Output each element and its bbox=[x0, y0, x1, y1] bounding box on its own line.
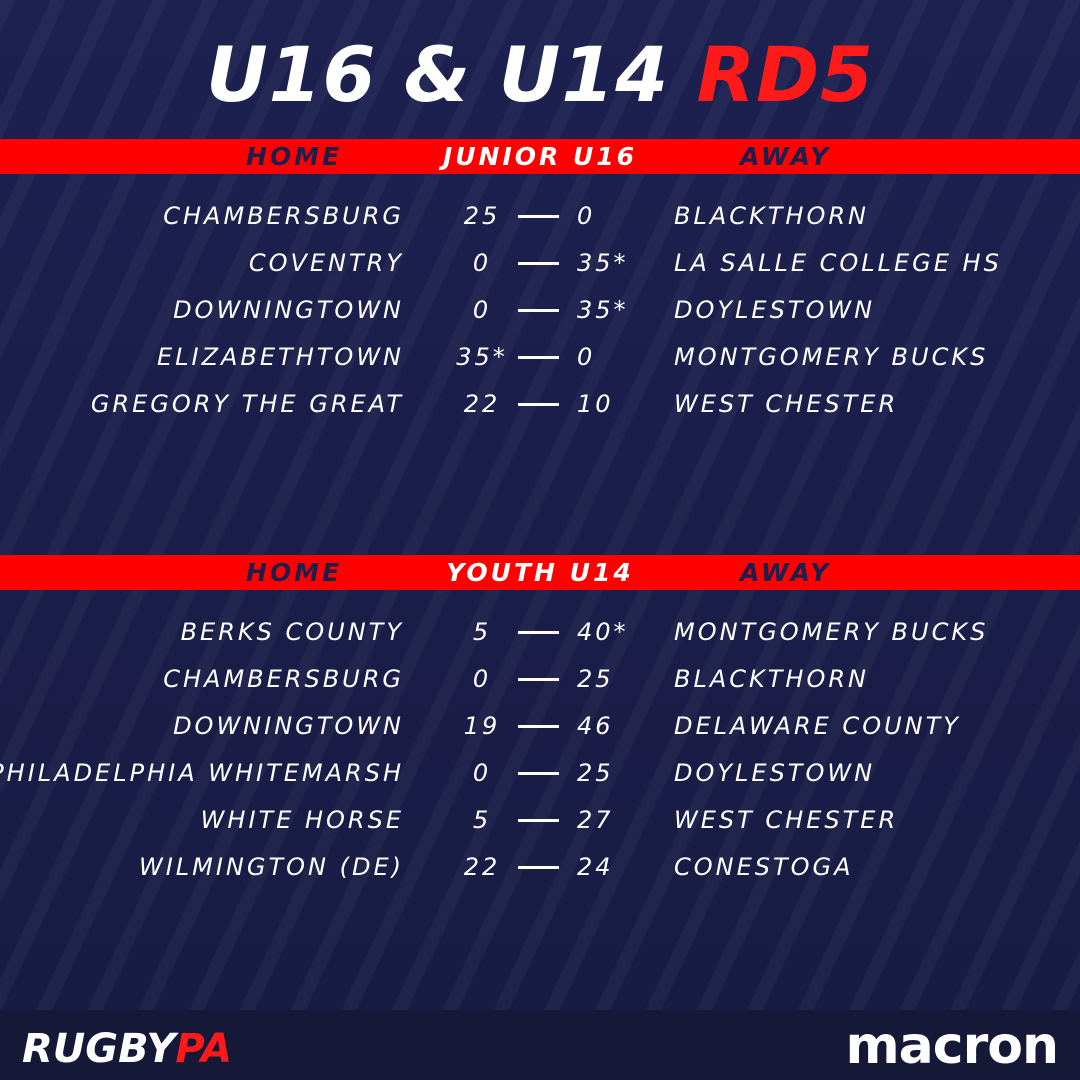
away-score: 0 bbox=[577, 343, 596, 371]
away-team: LA SALLE COLLEGE HS bbox=[674, 249, 1002, 277]
away-team: MONTGOMERY BUCKS bbox=[674, 343, 989, 371]
score-dash bbox=[518, 725, 559, 728]
away-team: DOYLESTOWN bbox=[674, 759, 876, 787]
away-team: BLACKTHORN bbox=[674, 202, 869, 230]
footer-bar: RUGBYPA macron bbox=[0, 1010, 1080, 1080]
division-label: YOUTH U14 bbox=[446, 558, 634, 587]
home-team: PHILADELPHIA WHITEMARSH bbox=[0, 759, 404, 787]
home-score: 22 bbox=[463, 390, 501, 418]
home-score: 25 bbox=[463, 202, 501, 230]
score-dash bbox=[518, 309, 559, 312]
away-column-label: AWAY bbox=[740, 142, 832, 171]
away-score: 24 bbox=[577, 853, 614, 881]
match-row: DOWNINGTOWN 19 46 DELAWARE COUNTY bbox=[0, 706, 1080, 746]
score-dash bbox=[518, 631, 559, 634]
home-team: CHAMBERSBURG bbox=[163, 202, 404, 230]
section-header-junior-u16: HOME JUNIOR U16 AWAY bbox=[0, 139, 1080, 174]
home-score: 0 bbox=[472, 296, 492, 324]
score-dash bbox=[518, 866, 559, 869]
home-score: 0 bbox=[472, 665, 492, 693]
score-dash bbox=[518, 215, 559, 218]
match-row: PHILADELPHIA WHITEMARSH 0 25 DOYLESTOWN bbox=[0, 753, 1080, 793]
away-score: 27 bbox=[577, 806, 614, 834]
home-score: 5 bbox=[472, 806, 492, 834]
title-main: U16 & U14 bbox=[205, 30, 670, 119]
match-row: DOWNINGTOWN 0 35* DOYLESTOWN bbox=[0, 290, 1080, 330]
score-dash bbox=[518, 262, 559, 265]
home-team: GREGORY THE GREAT bbox=[90, 390, 404, 418]
macron-logo: macron bbox=[845, 1016, 1059, 1076]
match-row: ELIZABETHTOWN 35* 0 MONTGOMERY BUCKS bbox=[0, 337, 1080, 377]
rugbypa-logo-accent: PA bbox=[175, 1026, 232, 1072]
home-column-label: HOME bbox=[246, 142, 343, 171]
match-row: CHAMBERSBURG 0 25 BLACKTHORN bbox=[0, 659, 1080, 699]
score-dash bbox=[518, 819, 559, 822]
match-row: GREGORY THE GREAT 22 10 WEST CHESTER bbox=[0, 384, 1080, 424]
home-score: 19 bbox=[463, 712, 501, 740]
match-row: CHAMBERSBURG 25 0 BLACKTHORN bbox=[0, 196, 1080, 236]
away-score: 10 bbox=[577, 390, 614, 418]
home-score: 22 bbox=[463, 853, 501, 881]
home-team: CHAMBERSBURG bbox=[163, 665, 404, 693]
section-header-youth-u14: HOME YOUTH U14 AWAY bbox=[0, 555, 1080, 590]
away-team: MONTGOMERY BUCKS bbox=[674, 618, 989, 646]
home-team: WILMINGTON (DE) bbox=[138, 853, 404, 881]
home-score: 5 bbox=[472, 618, 492, 646]
home-team: COVENTRY bbox=[248, 249, 404, 277]
rugbypa-logo-main: RUGBY bbox=[22, 1026, 176, 1072]
away-team: WEST CHESTER bbox=[674, 390, 899, 418]
away-team: BLACKTHORN bbox=[674, 665, 869, 693]
match-row: BERKS COUNTY 5 40* MONTGOMERY BUCKS bbox=[0, 612, 1080, 652]
home-team: DOWNINGTOWN bbox=[173, 712, 404, 740]
match-row: WHITE HORSE 5 27 WEST CHESTER bbox=[0, 800, 1080, 840]
away-score: 40* bbox=[577, 618, 629, 646]
home-score: 0 bbox=[472, 759, 492, 787]
home-column-label: HOME bbox=[246, 558, 343, 587]
away-column-label: AWAY bbox=[740, 558, 832, 587]
home-score: 0 bbox=[472, 249, 492, 277]
home-team: BERKS COUNTY bbox=[180, 618, 404, 646]
home-score: 35* bbox=[456, 343, 508, 371]
score-dash bbox=[518, 356, 559, 359]
page-title: U16 & U14 RD5 bbox=[0, 30, 1080, 120]
away-team: DOYLESTOWN bbox=[674, 296, 876, 324]
away-team: CONESTOGA bbox=[674, 853, 854, 881]
home-team: ELIZABETHTOWN bbox=[156, 343, 404, 371]
home-team: DOWNINGTOWN bbox=[173, 296, 404, 324]
away-score: 46 bbox=[577, 712, 614, 740]
away-score: 0 bbox=[577, 202, 596, 230]
title-accent: RD5 bbox=[696, 30, 875, 119]
rugbypa-logo: RUGBYPA bbox=[22, 1024, 232, 1074]
score-dash bbox=[518, 772, 559, 775]
away-score: 35* bbox=[577, 249, 629, 277]
home-team: WHITE HORSE bbox=[200, 806, 404, 834]
score-dash bbox=[518, 403, 559, 406]
away-score: 25 bbox=[577, 759, 614, 787]
division-label: JUNIOR U16 bbox=[442, 142, 638, 171]
match-row: COVENTRY 0 35* LA SALLE COLLEGE HS bbox=[0, 243, 1080, 283]
away-team: WEST CHESTER bbox=[674, 806, 899, 834]
away-score: 25 bbox=[577, 665, 614, 693]
away-score: 35* bbox=[577, 296, 629, 324]
match-row: WILMINGTON (DE) 22 24 CONESTOGA bbox=[0, 847, 1080, 887]
away-team: DELAWARE COUNTY bbox=[674, 712, 961, 740]
score-dash bbox=[518, 678, 559, 681]
